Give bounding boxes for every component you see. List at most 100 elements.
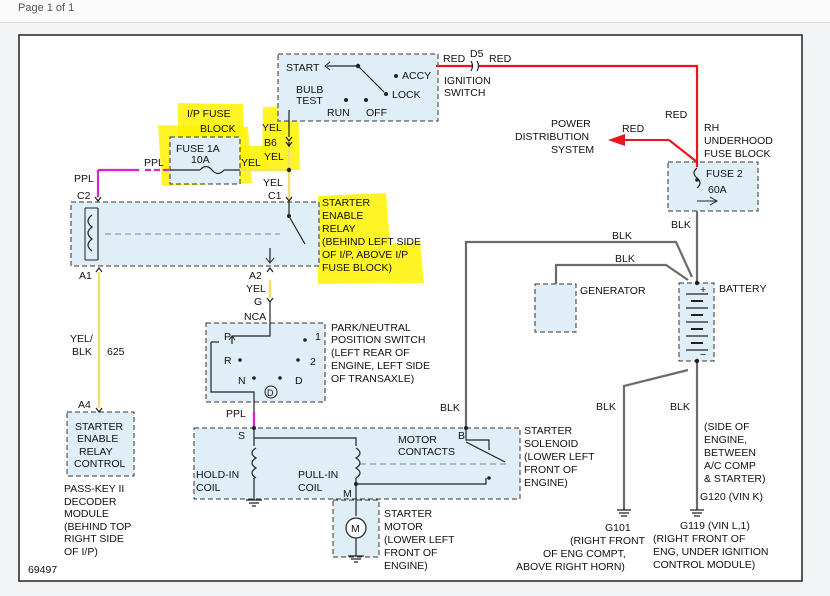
label-relay-1: STARTER [322,197,370,209]
label-sec-3: RELAY [79,446,113,458]
label-pn-r: R [224,355,232,367]
starter-enable-relay-control-box [66,411,135,477]
label-625: 625 [107,346,125,358]
label-d5: D5 [470,48,484,60]
label-fuse2-amp: 60A [708,184,727,196]
label-blk-sol: BLK [440,402,460,414]
label-battery: BATTERY [719,283,766,295]
label-g101-c: ABOVE RIGHT HORN) [516,561,625,573]
label-g119-a: (RIGHT FRONT OF [653,533,745,545]
yellow-wires [97,148,291,408]
label-b6: B6 [264,137,277,149]
label-generator: GENERATOR [580,285,646,297]
red-arrow-icon [608,134,625,146]
label-red-ign: RED [443,53,466,65]
label-red-d5: RED [489,53,512,65]
label-pk-1: PASS-KEY II [64,483,124,495]
label-ppl-fuse: PPL [144,157,164,169]
label-ss-2: SOLENOID [524,438,579,450]
label-pds-2: DISTRIBUTION [515,131,589,143]
label-red-pds: RED [622,123,645,135]
label-pull-2: COIL [298,482,323,494]
label-rh-1: RH [704,122,719,134]
page-footer [0,586,830,596]
label-side-1: (SIDE OF [704,421,750,433]
label-motor-m: M [351,523,360,535]
label-red-vert: RED [665,109,688,121]
label-side-4: A/C COMP [704,460,756,472]
label-mc-1: MOTOR [398,434,437,446]
label-sm-2: MOTOR [384,521,423,533]
label-relay-4: (BEHIND LEFT SIDE [322,236,421,248]
label-ss-3: (LOWER LEFT [524,451,595,463]
label-g: G [254,296,262,308]
label-pn-3: (LEFT REAR OF [331,347,410,359]
label-run: RUN [327,107,350,119]
label-yel-c1: YEL [263,177,283,189]
label-ss-1: STARTER [524,425,572,437]
label-sol-b: B [458,430,465,442]
label-ss-5: ENGINE) [524,477,568,489]
label-blk-fuse2: BLK [671,219,691,231]
label-g101-b: OF ENG COMPT, [543,548,626,560]
label-blk-gen: BLK [615,253,635,265]
label-nca: NCA [244,311,266,323]
label-pn-d-circle: D [267,388,274,398]
label-g101: G101 [605,522,631,534]
label-pn-n: N [238,375,246,387]
label-yelblk-1: YEL/ [70,333,93,345]
label-sm-4: FRONT OF [384,547,437,559]
ground-symbols [246,499,704,563]
label-off: OFF [366,107,387,119]
label-pk-2: DECODER [64,496,117,508]
label-pds-1: POWER [551,118,591,130]
dark-wiring [84,60,719,563]
purple-wires [96,168,256,428]
label-pk-5: RIGHT SIDE [64,533,124,545]
label-ppl-left: PPL [74,173,94,185]
battery-cells [686,293,708,351]
label-rh-3: FUSE BLOCK [704,148,771,160]
label-relay-2: ENABLE [322,210,363,222]
label-yel-fuse: YEL [241,157,261,169]
label-relay-5: OF I/P, ABOVE I/P [322,249,408,261]
label-ip-2: BLOCK [200,123,236,135]
label-sec-4: CONTROL [74,458,125,470]
label-test: TEST [296,95,323,107]
label-start: START [286,62,320,74]
label-sol-s: S [238,430,245,442]
label-hold-2: COIL [196,482,221,494]
label-pn-5: OF TRANSAXLE) [331,373,414,385]
label-lock: LOCK [392,89,421,101]
label-sm-1: STARTER [384,508,432,520]
label-pk-6: OF I/P) [64,546,98,558]
label-side-5: & STARTER) [704,473,765,485]
label-fuse1a: FUSE 1A [176,143,220,155]
label-fuse1a-amp: 10A [191,154,210,166]
label-g119-b: ENG, UNDER IGNITION [653,546,769,558]
label-pk-4: (BEHIND TOP [64,521,131,533]
generator-box [534,283,577,333]
label-g119-c: CONTROL MODULE) [653,559,755,571]
label-pn-2-pos: 2 [310,356,316,368]
label-a4: A4 [78,399,91,411]
label-yelblk-2: BLK [72,346,92,358]
label-g101-a: (RIGHT FRONT [570,535,646,547]
label-accy: ACCY [402,70,431,82]
label-blk-bat: BLK [612,230,632,242]
label-c2: C2 [77,190,91,202]
label-sec-2: ENABLE [77,433,118,445]
label-sec-1: STARTER [75,421,123,433]
label-pn-2: POSITION SWITCH [331,334,426,346]
label-ppl-sol: PPL [226,408,246,420]
label-side-2: ENGINE, [704,434,747,446]
label-pull-1: PULL-IN [298,469,338,481]
label-switch: SWITCH [444,87,485,99]
label-pds-3: SYSTEM [551,144,594,156]
label-yel-a2: YEL [246,283,266,295]
battery-minus-icon: − [700,349,706,361]
label-yel-b6: YEL [264,151,284,163]
label-pn-d: D [295,375,303,387]
label-bulb: BULB [296,84,323,96]
